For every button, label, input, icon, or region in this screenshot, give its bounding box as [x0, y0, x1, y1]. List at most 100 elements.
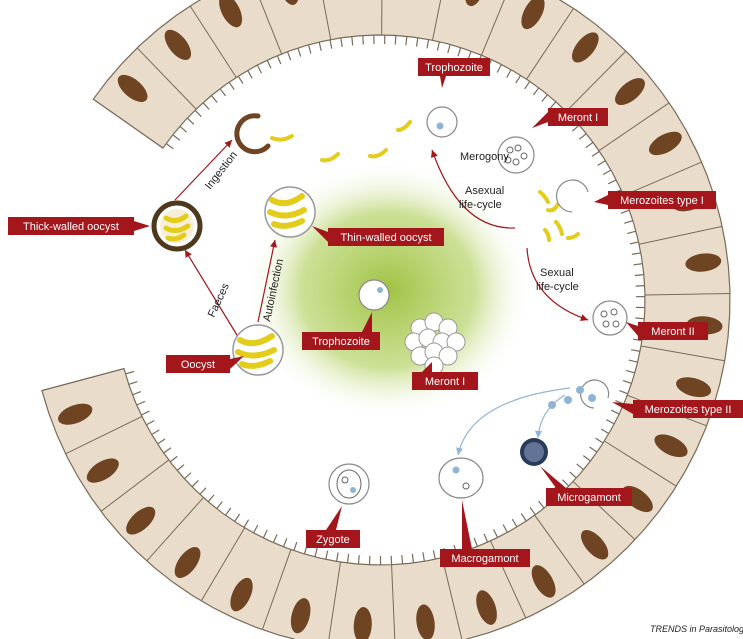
merozoites-type-2-cells [548, 379, 610, 409]
gamont-arrows [456, 387, 571, 456]
sexual-text-2: life-cycle [536, 281, 579, 293]
sexual-text-1: Sexual [540, 267, 574, 279]
microgamont-label-text: Microgamont [557, 492, 621, 504]
cell-nucleus [126, 506, 156, 535]
cell-border [441, 557, 463, 639]
cell-nucleus [476, 590, 497, 625]
merozoites-type-2-label-text: Merozoites type II [645, 404, 732, 416]
cell-border [565, 50, 627, 112]
cell-border [526, 8, 574, 80]
cell-nucleus [353, 607, 372, 639]
cell-nucleus [580, 529, 609, 560]
cell-border [480, 0, 505, 56]
merozoite-release-vacuole [555, 179, 589, 213]
thin-walled-oocyst-cell [264, 186, 316, 238]
cell-border [640, 345, 725, 362]
meront-2-label: Meront II [626, 322, 708, 340]
meront-1-label: Meront I [532, 108, 608, 128]
oocyst-label: Oocyst [166, 355, 244, 373]
cell-border [65, 416, 143, 455]
cell-nucleus [86, 458, 119, 483]
cell-border [534, 514, 585, 585]
cell-nucleus [531, 565, 556, 598]
microgamont-label: Microgamont [540, 466, 632, 506]
meront-1-center-label: Meront I [412, 362, 478, 390]
merozoites-type-2-label: Merozoites type II [612, 400, 743, 418]
ingestion-text: Ingestion [203, 149, 240, 192]
meront-type-1-cell [497, 136, 535, 174]
macrogamont-cell [438, 457, 484, 499]
cell-border [381, 0, 383, 36]
cell-border [604, 440, 677, 487]
thick-walled-oocyst-label: Thick-walled oocyst [8, 217, 150, 235]
cell-border [261, 549, 292, 630]
thin-walled-oocyst-label-text: Thin-walled oocyst [340, 232, 431, 244]
cell-border [100, 459, 170, 512]
cell-nucleus [654, 434, 688, 458]
cell-border [200, 527, 246, 602]
trophozoite-top-label: Trophozoite [418, 58, 490, 88]
cell-nucleus [290, 598, 311, 634]
cell-border [93, 98, 164, 149]
cell-border [146, 497, 204, 562]
cell-nucleus [416, 604, 435, 639]
merozoites-type-1-label-text: Merozoites type I [620, 195, 704, 207]
zygote-cell [328, 463, 370, 505]
thick-walled-oocyst-label-text: Thick-walled oocyst [23, 221, 119, 233]
cell-nucleus [174, 547, 201, 578]
asexual-text-2: life-cycle [459, 199, 502, 211]
meront-2-label-text: Meront II [651, 326, 694, 338]
cell-nucleus [219, 0, 243, 28]
cell-nucleus [676, 377, 712, 398]
macrogamont-label-text: Macrogamont [451, 553, 518, 565]
released-sporozoite [270, 134, 294, 142]
cell-border [322, 0, 332, 40]
merogony-text: Merogony [460, 151, 509, 163]
trophozoite-center-label-text: Trophozoite [312, 336, 370, 348]
thin-walled-oocyst-label: Thin-walled oocyst [312, 226, 444, 246]
cell-nucleus [615, 78, 645, 105]
cell-border [328, 561, 341, 639]
faeces-text: Faeces [206, 281, 232, 319]
cell-border [432, 0, 442, 41]
cell-nucleus [230, 577, 253, 612]
credit-text: TRENDS in Parasitology [650, 624, 743, 634]
cell-nucleus [117, 74, 148, 103]
cell-border [136, 47, 197, 110]
zygote-label: Zygote [306, 506, 360, 548]
cell-nucleus [164, 29, 192, 61]
cell-border [623, 161, 702, 197]
cell-nucleus [58, 403, 93, 425]
macrogamont-label: Macrogamont [440, 500, 530, 567]
cell-border [259, 0, 283, 55]
zygote-label-text: Zygote [316, 534, 350, 546]
meront-1-center-label-text: Meront I [425, 376, 465, 388]
trophozoite-center-cell [358, 279, 390, 311]
trophozoite-top-label-text: Trophozoite [425, 62, 483, 74]
thick-walled-oocyst-cell [151, 200, 203, 252]
cell-border [189, 5, 237, 78]
cell-border [598, 102, 670, 152]
cell-nucleus [521, 0, 545, 30]
cell-border [391, 564, 396, 639]
asexual-text-1: Asexual [465, 185, 504, 197]
cell-border [644, 292, 730, 296]
meront-type-2-cell [592, 300, 628, 336]
cell-nucleus [685, 253, 722, 272]
microgamont-cell [520, 438, 548, 466]
cell-border [638, 225, 723, 245]
oocyst-cell [232, 324, 284, 376]
cycle-arrows [174, 139, 589, 341]
trophozoite-top-cell [426, 106, 458, 138]
excysting-oocyst-shell [234, 113, 271, 155]
trophozoite-center-label: Trophozoite [302, 312, 380, 350]
meront-1-label-text: Meront I [558, 112, 598, 124]
free-sporozoites [320, 120, 580, 242]
microvilli [125, 34, 646, 565]
cell-nucleus [571, 32, 599, 63]
merozoites-type-1-label: Merozoites type I [594, 191, 716, 209]
cell-nucleus [649, 131, 682, 156]
oocyst-label-text: Oocyst [181, 359, 215, 371]
